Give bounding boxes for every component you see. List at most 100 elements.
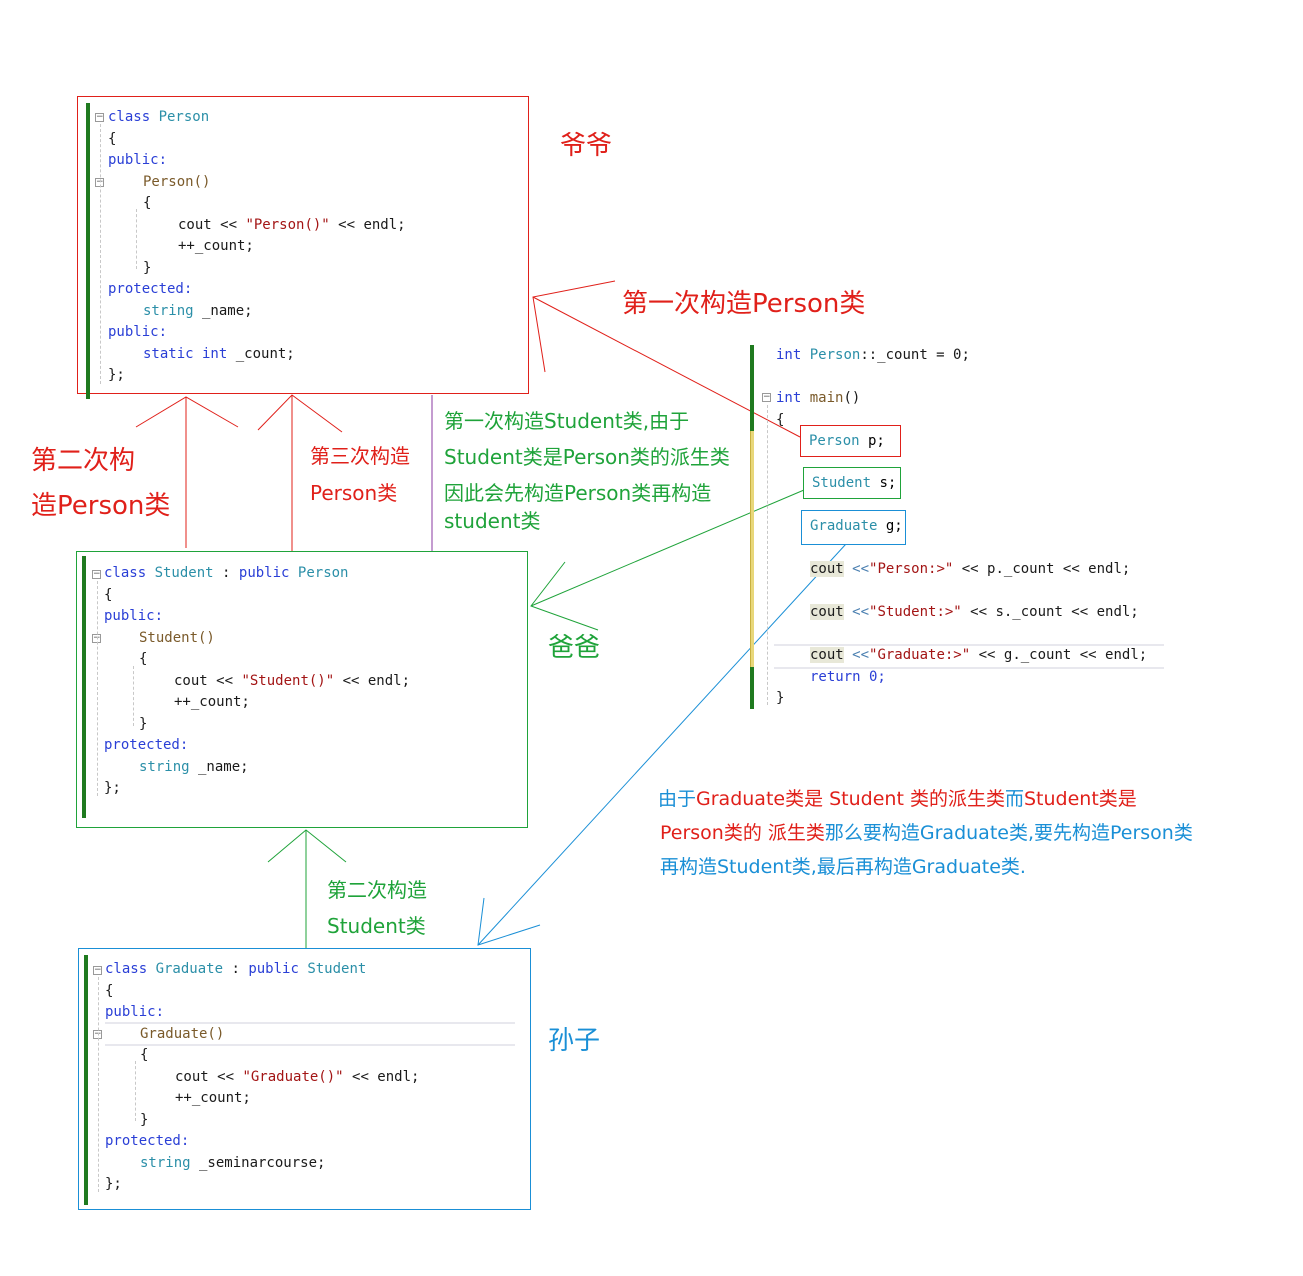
code-text: cout <box>810 647 844 663</box>
current-line-highlight <box>105 1022 515 1046</box>
code-margin-bar <box>82 556 86 818</box>
second-student-label-1: 第二次构造 <box>327 878 427 902</box>
code-text: s; <box>871 475 897 491</box>
graduate-code: class Graduate : public Student { public… <box>105 959 520 1204</box>
code-type: Graduate <box>155 961 224 977</box>
graduate-note-line-3: 再构造Student类,最后再构造Graduate类. <box>660 856 1026 878</box>
arrowhead-third-person <box>257 394 343 433</box>
code-text: p; <box>859 433 885 449</box>
arrow-line-graduate <box>477 519 869 946</box>
code-text: _name; <box>193 302 253 319</box>
grandson-label: 孙子 <box>548 1026 601 1056</box>
indent-guide <box>98 977 99 1192</box>
person-p-tag: Person p; <box>800 425 901 457</box>
code-text: << endl; <box>334 672 411 689</box>
second-person-label-1: 第二次构 <box>31 446 136 476</box>
arrowhead-graduate <box>477 897 541 946</box>
indent-guide <box>135 1061 136 1121</box>
code-keyword: int <box>776 390 802 406</box>
code-keyword: class <box>104 565 155 581</box>
code-type: Person <box>809 433 860 449</box>
arrowhead-first-person <box>532 280 616 373</box>
code-text: << p._count << endl; <box>953 561 1131 577</box>
code-line: }; <box>104 780 121 796</box>
collapse-icon[interactable]: − <box>95 177 104 187</box>
code-text <box>801 347 809 363</box>
second-person-label-2: 造Person类 <box>31 491 171 521</box>
graduate-class-box: − − class Graduate : public Student { pu… <box>78 948 531 1210</box>
code-line: public: <box>105 1004 165 1020</box>
main-code-panel: − int Person::_count = 0; int main() { c… <box>748 345 1168 715</box>
code-line: } <box>143 259 152 276</box>
code-line: { <box>776 411 785 428</box>
first-student-label-1: 第一次构造Student类,由于 <box>444 409 690 433</box>
note-text: Person类的 派生类 <box>660 822 825 844</box>
code-string: "Graduate()" <box>242 1068 344 1085</box>
collapse-icon[interactable]: − <box>92 569 101 579</box>
code-text: _name; <box>189 758 249 775</box>
code-keyword: static int <box>143 345 228 362</box>
code-text <box>801 390 809 406</box>
code-type: string <box>143 302 194 319</box>
arrow-line-first-person <box>532 296 801 438</box>
code-keyword: class <box>108 109 159 125</box>
code-line: { <box>108 130 117 147</box>
code-text: << s._count << endl; <box>961 604 1139 620</box>
code-type: Person <box>297 565 349 581</box>
code-text: () <box>843 390 861 406</box>
indent-guide <box>133 666 134 726</box>
code-type: Graduate <box>810 518 878 534</box>
code-text: cout << <box>178 216 246 233</box>
code-text: cout << <box>174 672 242 689</box>
code-line: Person() <box>143 173 211 190</box>
code-string: "Student:>" <box>869 604 962 620</box>
note-text: 由于 <box>658 788 697 810</box>
code-text: << g._count << endl; <box>970 647 1148 663</box>
note-text: 那么要构造Graduate类,要先构造Person类 <box>824 822 1193 844</box>
second-student-label-2: Student类 <box>327 914 426 938</box>
code-line: public: <box>104 608 164 624</box>
indent-guide <box>97 581 98 796</box>
code-string: "Person:>" <box>869 561 954 577</box>
student-code: class Student : public Person { public: … <box>104 563 519 813</box>
first-person-label: 第一次构造Person类 <box>622 289 866 319</box>
code-line: { <box>105 982 114 999</box>
code-line: public: <box>108 324 168 340</box>
code-text: cout <box>810 604 844 620</box>
code-type: string <box>139 758 190 775</box>
collapse-icon[interactable]: − <box>92 633 101 643</box>
collapse-icon[interactable]: − <box>93 965 102 975</box>
code-margin-bar <box>84 955 88 1205</box>
code-line: } <box>776 690 785 706</box>
code-line: { <box>139 651 148 667</box>
code-text: << endl; <box>329 216 406 233</box>
code-type: Student <box>812 475 872 491</box>
collapse-icon[interactable]: − <box>762 392 771 402</box>
code-line: } <box>139 715 148 732</box>
code-line: }; <box>105 1176 122 1192</box>
code-type: Student <box>307 961 367 977</box>
code-line: return 0; <box>810 668 886 685</box>
graduate-note-line-1: 由于Graduate类是 Student 类的派生类而Student类是 <box>658 784 1137 811</box>
code-text: _seminarcourse; <box>190 1154 326 1171</box>
code-line: Student() <box>139 629 215 646</box>
first-student-label-4: student类 <box>444 509 541 533</box>
note-text: 而 <box>1004 788 1024 810</box>
code-margin-bar <box>86 103 90 399</box>
person-class-box: − − class Person { public: Person() { co… <box>77 96 529 399</box>
third-person-label-2: Person类 <box>310 481 398 505</box>
code-line: { <box>104 586 113 603</box>
collapse-icon[interactable]: − <box>95 112 104 122</box>
code-text: cout << <box>175 1068 243 1085</box>
code-line: } <box>140 1111 149 1128</box>
code-string: "Graduate:>" <box>869 647 971 663</box>
dad-label: 爸爸 <box>548 633 601 663</box>
code-string: "Student()" <box>241 672 335 689</box>
note-text: Graduate类是 Student 类的派生类 <box>696 788 1005 810</box>
collapse-icon[interactable]: − <box>93 1029 102 1039</box>
arrow-line-first-student <box>530 489 805 607</box>
code-keyword: public <box>248 961 299 977</box>
code-text <box>289 565 297 581</box>
code-type: Person <box>158 109 210 125</box>
